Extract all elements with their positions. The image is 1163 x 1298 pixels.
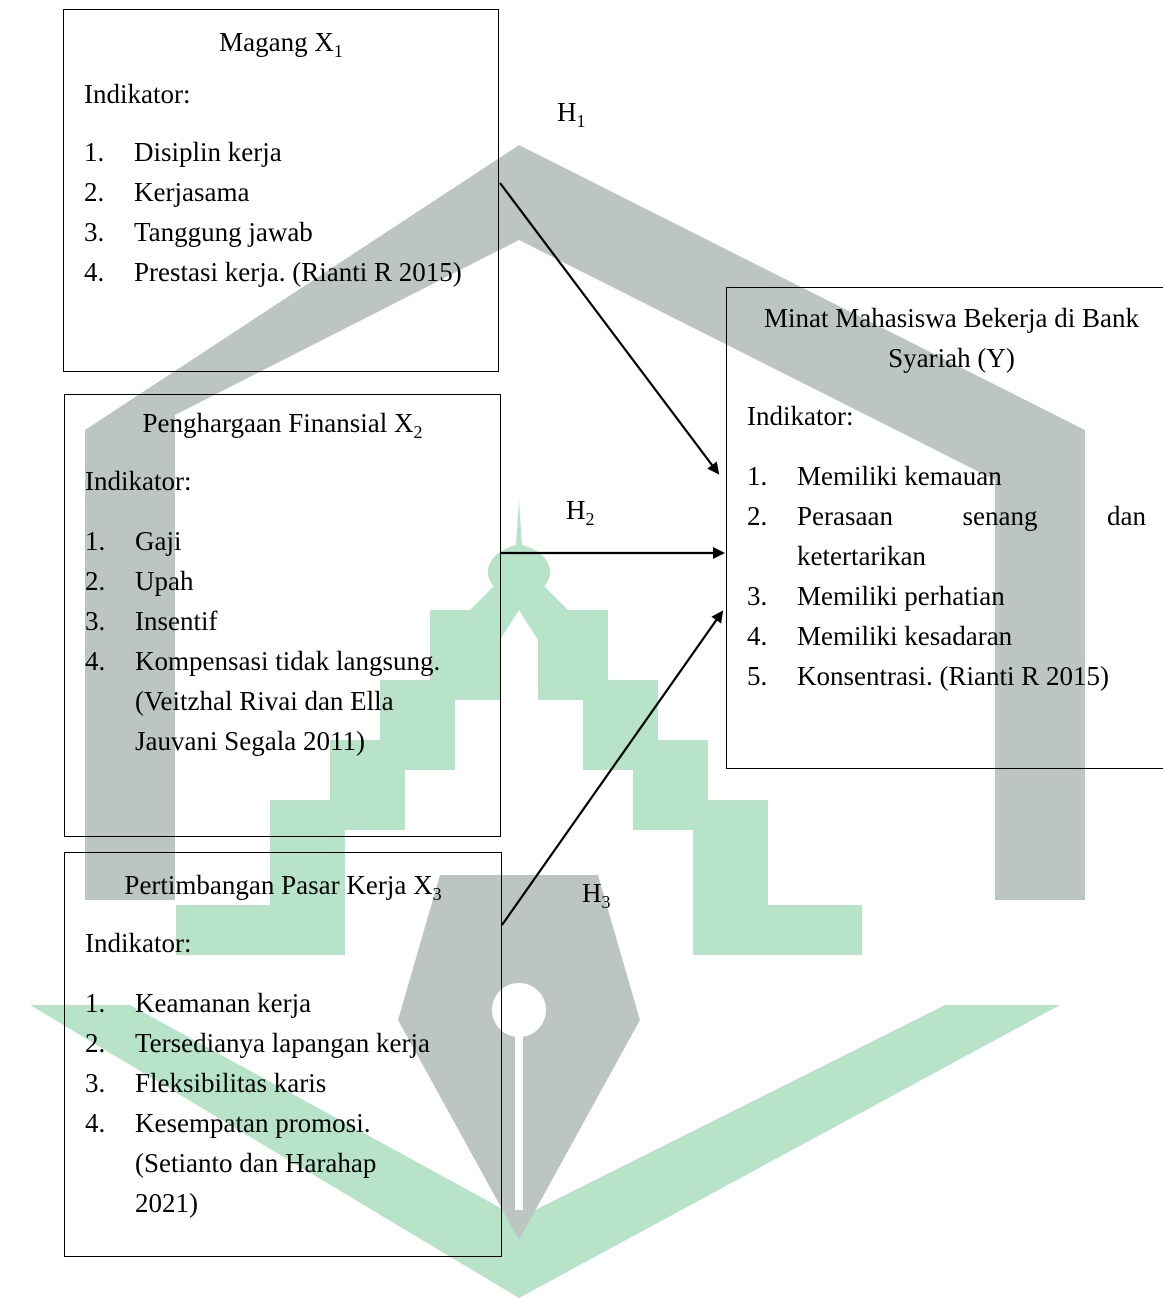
watermark-dome (487, 500, 551, 600)
indicator-number: 4. (747, 621, 768, 651)
variable-box-x3: Pertimbangan Pasar Kerja X3 Indikator: 1… (64, 852, 502, 1257)
indicator-number: 3. (85, 1068, 106, 1098)
indicator-number: 1. (84, 137, 105, 167)
indicator-number: 2. (84, 177, 105, 207)
box-title-text: Penghargaan Finansial X (142, 408, 414, 438)
indicator-item: 4. Prestasi kerja. (Rianti R 2015) (84, 252, 478, 292)
indicator-number: 2. (85, 566, 106, 596)
indicator-item: 1. Disiplin kerja (84, 132, 478, 172)
indicator-number: 3. (84, 217, 105, 247)
indicator-item: 3. Fleksibilitas karis (85, 1063, 481, 1103)
indicator-number: 2. (747, 501, 768, 531)
indicator-item: 3. Insentif (85, 601, 480, 641)
indicator-number: 2. (85, 1028, 106, 1058)
indicator-text: Upah (135, 566, 194, 596)
indicator-number: 4. (85, 646, 106, 676)
hypothesis-letter: H (566, 495, 586, 525)
variable-box-y: Minat Mahasiswa Bekerja di Bank Syariah … (726, 287, 1163, 769)
indicator-number: 3. (747, 581, 768, 611)
indicator-item: 4. Kompensasi tidak langsung. (Veitzhal R… (85, 641, 480, 761)
hypothesis-letter: H (557, 97, 577, 127)
indicator-item: 1. Gaji (85, 521, 480, 561)
indicator-item: 4. Memiliki kesadaran (747, 616, 1156, 656)
indicator-number: 1. (85, 988, 106, 1018)
indicator-text: Disiplin kerja (134, 137, 282, 167)
indicator-list: 1. Disiplin kerja 2. Kerjasama 3. Tanggung … (84, 132, 478, 292)
indicator-item: 3. Memiliki perhatian (747, 576, 1156, 616)
hypothesis-label-h1: H1 (557, 97, 586, 130)
hypothesis-subscript: 3 (601, 892, 611, 912)
box-title-subscript: 2 (413, 422, 423, 442)
indicator-text: Memiliki kesadaran (797, 621, 1013, 651)
indicator-item: 2. Perasaan senang dan ketertarikan (747, 496, 1156, 576)
indicator-text: Keamanan kerja (135, 988, 312, 1018)
indicator-text: Kompensasi tidak langsung. (Veitzhal Riv… (135, 646, 441, 756)
indicator-item: 2. Kerjasama (84, 172, 478, 212)
hypothesis-label-h2: H2 (566, 495, 595, 528)
indicator-text: Memiliki kemauan (797, 461, 1002, 491)
indicator-item: 2. Tersedianya lapangan kerja (85, 1023, 481, 1063)
indicator-item: 4. Kesempatan promosi. (Setianto dan Hara… (85, 1103, 481, 1223)
indicator-item: 3. Tanggung jawab (84, 212, 478, 252)
box-title: Pertimbangan Pasar Kerja X3 (85, 865, 481, 905)
indikator-label: Indikator: (85, 928, 192, 958)
hypothesis-subscript: 1 (576, 111, 586, 131)
indicator-text: Memiliki perhatian (797, 581, 1005, 611)
watermark-green-steps-left (176, 580, 519, 955)
indicator-text: Kesempatan promosi. (Setianto dan Haraha… (135, 1108, 377, 1218)
indicator-item: 2. Upah (85, 561, 480, 601)
indicator-text: Prestasi kerja. (Rianti R 2015) (134, 257, 462, 287)
indicator-text: Fleksibilitas karis (135, 1068, 327, 1098)
indicator-text: Perasaan senang dan ketertarikan (797, 501, 1146, 571)
indicator-text: Konsentrasi. (Rianti R 2015) (797, 661, 1109, 691)
variable-box-x2: Penghargaan Finansial X2 Indikator: 1. Ga… (64, 394, 501, 837)
hypothesis-subscript: 2 (585, 509, 595, 529)
watermark-gray-band (85, 145, 1085, 900)
indicator-number: 3. (85, 606, 106, 636)
indicator-number: 4. (85, 1108, 106, 1138)
indikator-label: Indikator: (85, 466, 192, 496)
hypothesis-label-h3: H3 (582, 878, 611, 911)
indicator-item: 5. Konsentrasi. (Rianti R 2015) (747, 656, 1156, 696)
indicator-text: Tanggung jawab (134, 217, 313, 247)
indicator-number: 4. (84, 257, 105, 287)
indicator-item: 1. Keamanan kerja (85, 983, 481, 1023)
variable-box-x1: Magang X1 Indikator: 1. Disiplin kerja 2.… (63, 9, 499, 372)
watermark-green-band (30, 1005, 1060, 1298)
box-title: Magang X1 (84, 22, 478, 62)
box-title-text: Magang X (219, 27, 334, 57)
indicator-number: 1. (747, 461, 768, 491)
box-title-subscript: 3 (432, 884, 442, 904)
indicator-text: Insentif (135, 606, 218, 636)
box-title: Penghargaan Finansial X2 (85, 403, 480, 443)
indicator-number: 1. (85, 526, 106, 556)
indicator-text: Kerjasama (134, 177, 250, 207)
indicator-list: 1. Gaji 2. Upah 3. Insentif 4. Kompensasi ti… (85, 521, 480, 761)
box-title: Minat Mahasiswa Bekerja di Bank Syariah … (764, 303, 1139, 373)
indicator-text: Gaji (135, 526, 182, 556)
hypothesis-letter: H (582, 878, 602, 908)
indicator-number: 5. (747, 661, 768, 691)
indicator-list: 1. Keamanan kerja 2. Tersedianya lapangan … (85, 983, 481, 1223)
watermark-pen-hole (492, 983, 546, 1037)
indikator-label: Indikator: (84, 79, 191, 109)
box-title-text: Pertimbangan Pasar Kerja X (124, 870, 433, 900)
indicator-item: 1. Memiliki kemauan (747, 456, 1156, 496)
box-title-subscript: 1 (333, 41, 343, 61)
watermark-pen-slit (515, 1035, 523, 1210)
indikator-label: Indikator: (747, 401, 854, 431)
indicator-list: 1. Memiliki kemauan 2. Perasaan senang dan… (747, 456, 1156, 696)
indicator-text: Tersedianya lapangan kerja (135, 1028, 430, 1058)
